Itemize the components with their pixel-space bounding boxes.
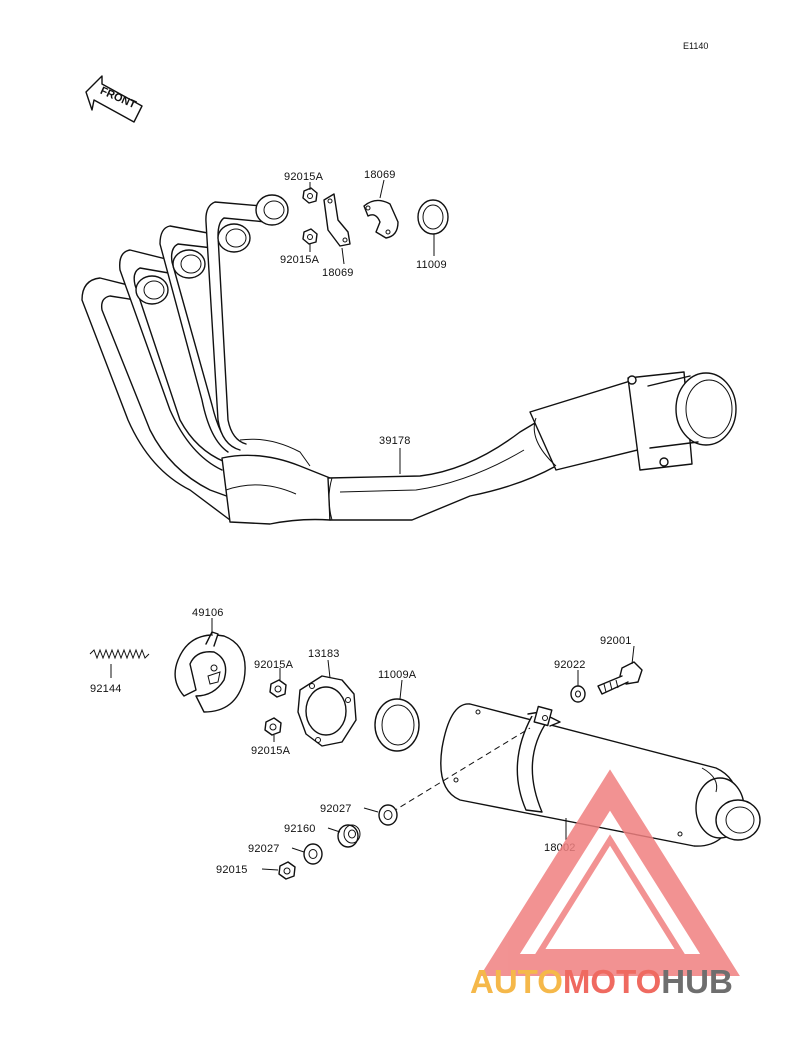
watermark-part: AUTO xyxy=(470,963,563,1000)
part-label: 92015A xyxy=(251,745,291,757)
pipe-holder xyxy=(323,193,351,247)
part-label: 39178 xyxy=(379,435,411,447)
part-label: 92144 xyxy=(90,683,122,695)
watermark-part: HUB xyxy=(661,963,733,1000)
flange xyxy=(297,675,357,747)
svg-text:AUTOMOTOHUB: AUTOMOTOHUB xyxy=(470,963,733,1000)
port-ring xyxy=(172,249,206,279)
part-label: 92027 xyxy=(320,803,352,815)
part-label: 49106 xyxy=(192,607,224,619)
watermark-part: MOTO xyxy=(563,963,661,1000)
pipe-holder xyxy=(363,199,399,239)
part-label: 13183 xyxy=(308,648,340,660)
watermark-logo: AUTOMOTOHUB xyxy=(470,769,740,1000)
collar xyxy=(337,824,361,848)
nut-icon xyxy=(302,228,318,245)
nut-icon xyxy=(269,679,287,698)
part-label: 92022 xyxy=(554,659,586,671)
grommet xyxy=(378,804,398,826)
nut-icon xyxy=(278,861,296,880)
port-ring xyxy=(217,223,251,253)
spring xyxy=(89,648,150,660)
part-label: 11009 xyxy=(416,259,447,271)
part-label: 11009A xyxy=(378,669,417,681)
washer xyxy=(570,685,586,703)
part-label: 92001 xyxy=(600,635,632,647)
front-arrow-icon: FRONT xyxy=(85,75,143,123)
part-label: 92015A xyxy=(254,659,294,671)
nut-icon xyxy=(264,717,282,736)
gasket xyxy=(417,199,449,235)
exhaust-header-pipe xyxy=(81,194,737,525)
part-label: 18069 xyxy=(322,267,354,279)
gasket-holder xyxy=(174,631,246,713)
part-label: 92160 xyxy=(284,823,316,835)
port-ring xyxy=(255,194,289,226)
grommet xyxy=(303,843,323,865)
muffler xyxy=(440,703,761,847)
part-label: 18069 xyxy=(364,169,396,181)
diagram-code: E1140 xyxy=(683,41,708,51)
gasket xyxy=(374,698,420,752)
part-label: 92015A xyxy=(280,254,320,266)
bolt xyxy=(597,661,643,695)
part-label: 92027 xyxy=(248,843,280,855)
part-label: 92015A xyxy=(284,171,324,183)
part-label: 92015 xyxy=(216,864,248,876)
nut-icon xyxy=(302,187,318,204)
port-ring xyxy=(135,275,169,305)
